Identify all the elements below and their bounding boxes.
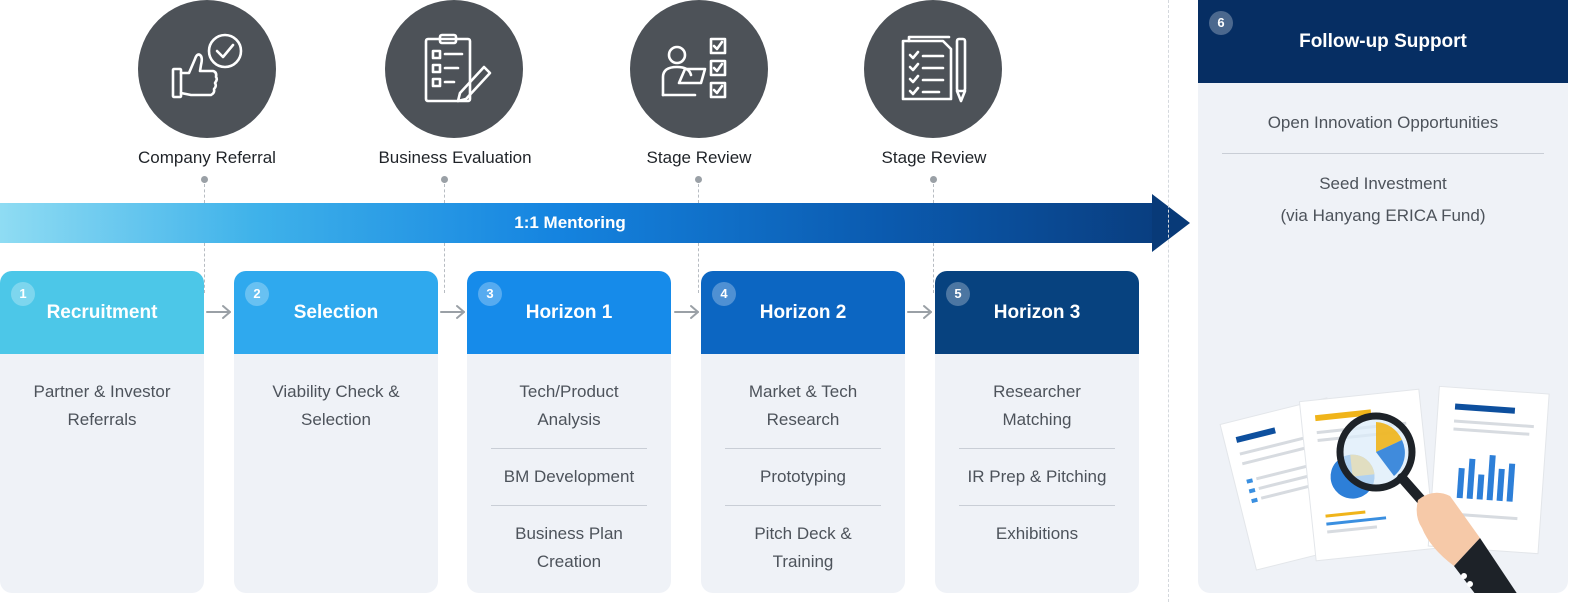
stage-title: Horizon 3 <box>993 301 1081 323</box>
stage-item: Market & Tech Research <box>725 378 881 449</box>
stage-item: Viability Check & Selection <box>272 382 400 429</box>
stage-number-badge: 1 <box>11 282 35 306</box>
stage-number-badge: 3 <box>478 282 502 306</box>
followup-title: Follow-up Support <box>1299 30 1467 52</box>
stage-header: 5 Horizon 3 <box>935 271 1139 354</box>
checkpoint-label-evaluation: Business Evaluation <box>378 148 532 167</box>
checkpoint-label-stage-review-2: Stage Review <box>881 148 987 167</box>
mentoring-arrow-bar <box>0 203 1156 243</box>
stage-card-horizon-3: 5 Horizon 3 Researcher Matching IR Prep … <box>935 271 1139 593</box>
connector-line <box>933 243 934 293</box>
connector-dot <box>695 176 702 183</box>
stage-header: 3 Horizon 1 <box>467 271 671 354</box>
person-checklist-icon <box>661 37 727 99</box>
thumbs-up-check-icon <box>171 33 243 99</box>
stage-item: Pitch Deck & Training <box>754 524 852 571</box>
stage-number-badge: 2 <box>245 282 269 306</box>
stage-title: Selection <box>293 301 379 323</box>
connector-dot <box>201 176 208 183</box>
stage-title: Recruitment <box>46 301 158 323</box>
stage-item: Prototyping <box>725 463 881 506</box>
stage-item: Exhibitions <box>995 524 1079 543</box>
checkpoint-circle-evaluation <box>385 0 523 138</box>
stage-title: Horizon 1 <box>525 301 613 323</box>
clipboard-checklist-icon <box>424 33 492 103</box>
connector-dot <box>930 176 937 183</box>
stage-item: Partner & Investor Referrals <box>33 382 171 429</box>
followup-item-line: Seed Investment <box>1319 174 1447 193</box>
stage-header: 2 Selection <box>234 271 438 354</box>
connector-dot <box>441 176 448 183</box>
stage-card-selection: 2 Selection Viability Check & Selection <box>234 271 438 593</box>
followup-item-line: (via Hanyang ERICA Fund) <box>1280 206 1486 225</box>
stage-item: IR Prep & Pitching <box>959 463 1115 506</box>
followup-item: Open Innovation Opportunities <box>1222 83 1544 154</box>
stage-item: Researcher Matching <box>959 378 1115 449</box>
mentoring-label: 1:1 Mentoring <box>514 213 626 232</box>
checkpoint-circle-stage-review-1 <box>630 0 768 138</box>
followup-header: 6 Follow-up Support <box>1198 0 1568 83</box>
checkpoint-circle-stage-review-2 <box>864 0 1002 138</box>
connector-line <box>698 184 699 203</box>
connector-line <box>204 243 205 293</box>
stage-title: Horizon 2 <box>759 301 847 323</box>
stage-item: Business Plan Creation <box>515 524 623 571</box>
connector-line <box>204 184 205 203</box>
flow-arrow-icon <box>674 305 699 319</box>
stage-number-badge: 5 <box>946 282 970 306</box>
stage-number-badge: 4 <box>712 282 736 306</box>
mentoring-arrow-head <box>1152 194 1190 252</box>
stage-card-horizon-2: 4 Horizon 2 Market & Tech Research Proto… <box>701 271 905 593</box>
connector-line <box>698 243 699 293</box>
section-divider <box>1168 0 1169 602</box>
flow-arrow-icon <box>907 305 932 319</box>
checkpoint-label-referral: Company Referral <box>138 148 276 167</box>
document-pen-icon <box>901 35 967 103</box>
flow-arrow-icon <box>440 305 465 319</box>
checkpoint-label-stage-review-1: Stage Review <box>646 148 752 167</box>
followup-item: Seed Investment (via Hanyang ERICA Fund) <box>1222 154 1544 232</box>
connector-line <box>444 184 445 203</box>
connector-line <box>933 184 934 203</box>
documents-magnifier-illustration <box>1219 385 1550 593</box>
stage-number-badge: 6 <box>1209 11 1233 35</box>
stage-item: Tech/Product Analysis <box>491 378 647 449</box>
followup-panel: 6 Follow-up Support Open Innovation Oppo… <box>1198 0 1568 593</box>
connector-line <box>444 243 445 293</box>
flow-arrow-icon <box>206 305 231 319</box>
stage-card-horizon-1: 3 Horizon 1 Tech/Product Analysis BM Dev… <box>467 271 671 593</box>
stage-header: 4 Horizon 2 <box>701 271 905 354</box>
stage-item: BM Development <box>491 463 647 506</box>
stage-card-recruitment: 1 Recruitment Partner & Investor Referra… <box>0 271 204 593</box>
stage-header: 1 Recruitment <box>0 271 204 354</box>
checkpoint-circle-referral <box>138 0 276 138</box>
